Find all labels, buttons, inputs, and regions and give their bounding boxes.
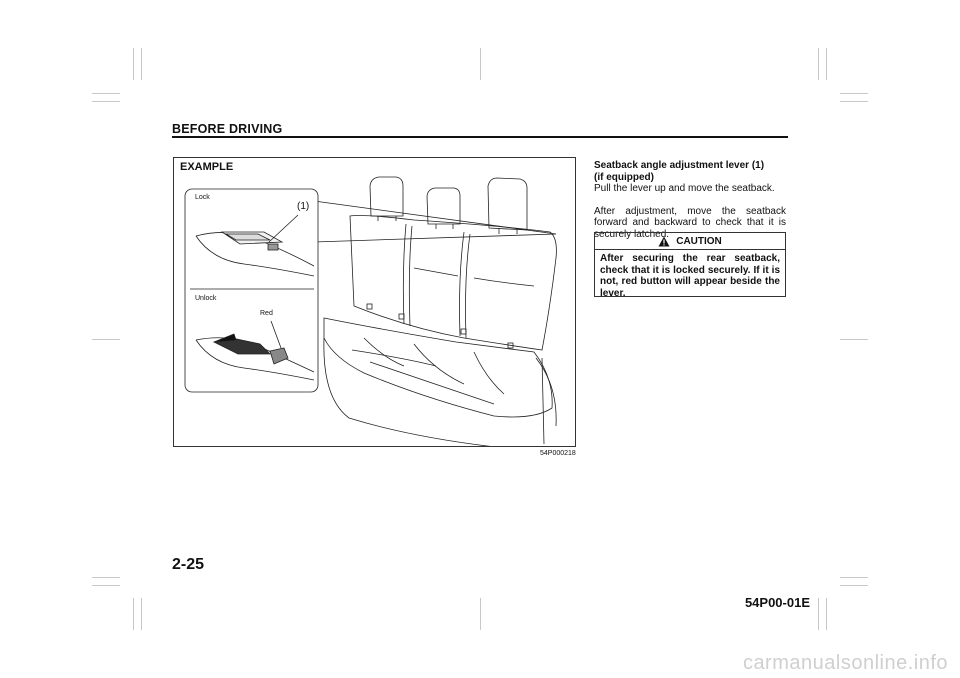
lever-heading: Seatback angle adjustment lever (1) xyxy=(594,160,765,171)
watermark: carmanualsonline.info xyxy=(742,652,948,674)
seat-illustration: EXAMPLE xyxy=(173,157,576,447)
crop-mark xyxy=(141,598,142,630)
adjustment-paragraph: After adjustment, move the seatback forw… xyxy=(594,205,786,240)
crop-mark xyxy=(826,598,827,630)
header-rule xyxy=(172,136,788,138)
lever-inset xyxy=(184,188,319,393)
caution-box: CAUTION After securing the rear seatback… xyxy=(594,232,786,299)
rear-seat-drawing xyxy=(184,176,557,446)
section-title: BEFORE DRIVING xyxy=(172,122,283,136)
instruction-text: Pull the lever up and move the seatback. xyxy=(594,183,775,194)
figure-code: 54P000218 xyxy=(540,450,576,457)
crop-mark xyxy=(92,577,120,578)
crop-mark xyxy=(92,339,120,340)
crop-mark xyxy=(840,93,868,94)
equipped-note: (if equipped) xyxy=(594,171,654,183)
red-label: Red xyxy=(260,310,273,317)
crop-mark xyxy=(480,48,481,80)
crop-mark xyxy=(92,93,120,94)
headrest-right xyxy=(487,177,528,231)
caution-title: CAUTION xyxy=(676,235,722,247)
crop-mark xyxy=(818,598,819,630)
unlock-label: Unlock xyxy=(195,295,217,302)
warning-icon xyxy=(658,236,670,246)
crop-mark xyxy=(818,48,819,80)
headrest-left xyxy=(369,176,404,217)
crop-mark xyxy=(840,585,868,586)
page-number: 2-25 xyxy=(172,556,205,573)
crop-mark xyxy=(840,339,868,340)
crop-mark xyxy=(840,577,868,578)
crop-mark xyxy=(141,48,142,80)
crop-mark xyxy=(133,598,134,630)
crop-mark xyxy=(840,101,868,102)
callout-number: (1) xyxy=(297,201,310,212)
crop-mark xyxy=(92,101,120,102)
caution-header: CAUTION xyxy=(595,233,785,250)
crop-mark xyxy=(480,598,481,630)
crop-mark xyxy=(826,48,827,80)
lock-label: Lock xyxy=(195,194,210,201)
figure-label: EXAMPLE xyxy=(180,161,234,173)
crop-mark xyxy=(133,48,134,80)
caution-text: After securing the rear seatback, check … xyxy=(600,253,780,299)
crop-mark xyxy=(92,585,120,586)
instructions: Seatback angle adjustment lever (1) (if … xyxy=(594,160,786,240)
document-code: 54P00-01E xyxy=(744,595,810,610)
headrest-center xyxy=(426,187,461,225)
